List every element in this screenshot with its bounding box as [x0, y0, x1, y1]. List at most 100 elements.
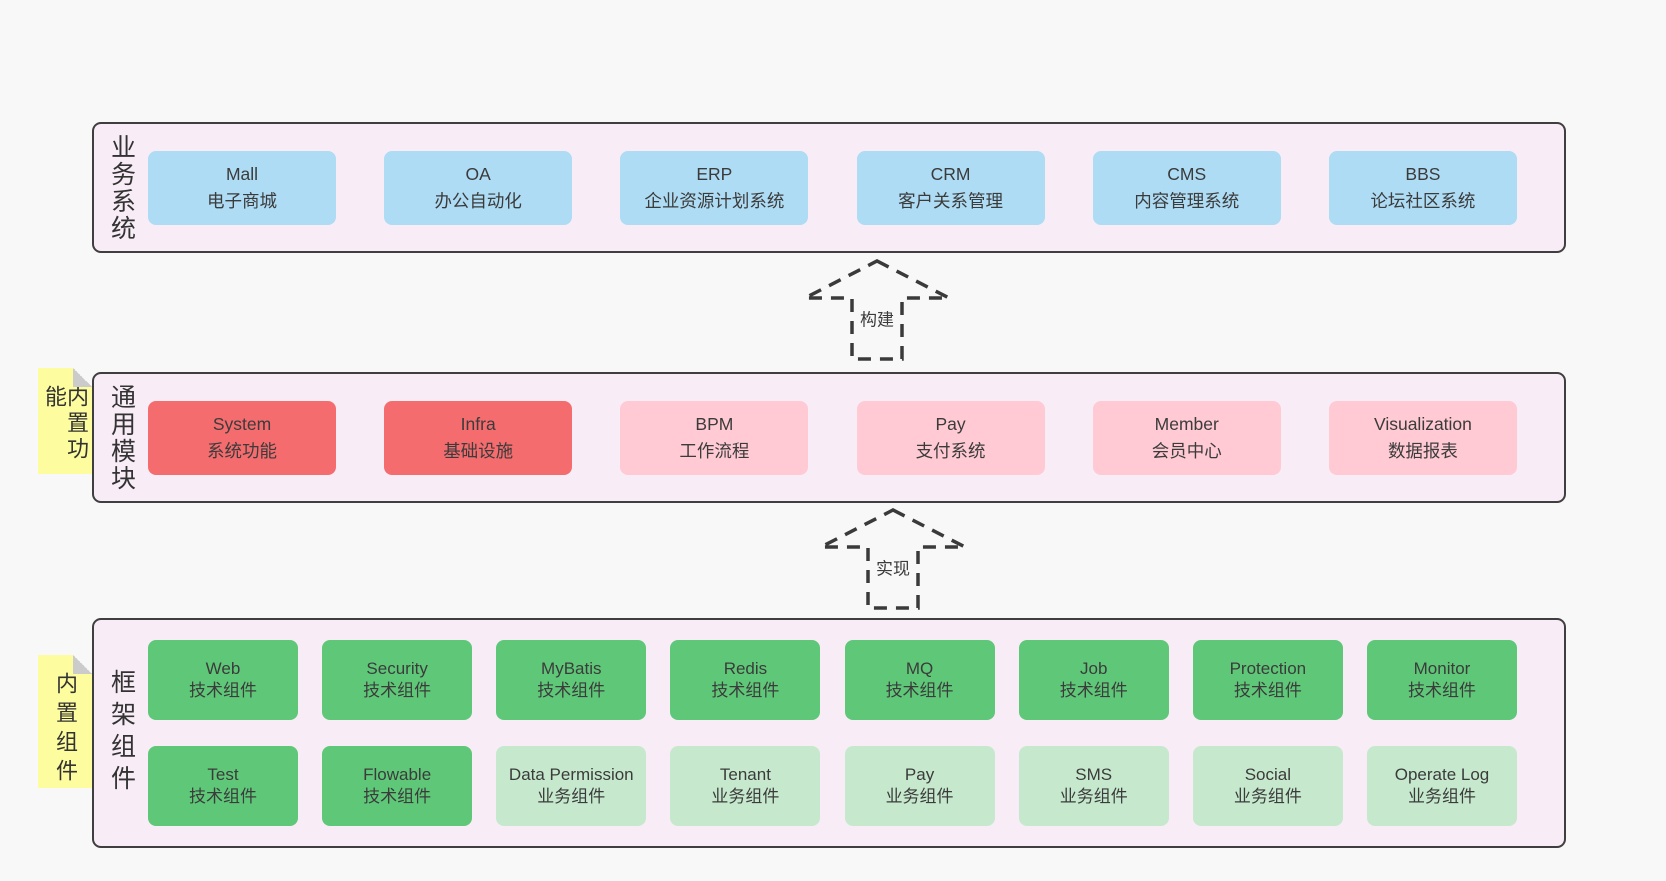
box-subtitle: 系统功能: [207, 440, 277, 461]
box-title: BPM: [695, 414, 734, 435]
box-erp: ERP 企业资源计划系统: [620, 150, 809, 225]
box-cms: CMS 内容管理系统: [1092, 150, 1281, 225]
box-monitor: Monitor 技术组件: [1366, 640, 1517, 720]
box-subtitle: 技术组件: [363, 787, 432, 806]
box-title: CMS: [1167, 164, 1207, 185]
box-subtitle: 业务组件: [537, 787, 606, 806]
box-crm: CRM 客户关系管理: [856, 150, 1045, 225]
layer-side-label: 框架组件: [94, 620, 148, 846]
component-boxes-row-2: Test 技术组件 Flowable 技术组件 Data Permission …: [148, 746, 1564, 826]
box-social: Social 业务组件: [1192, 746, 1343, 826]
box-title: Tenant: [719, 764, 771, 784]
box-title: Redis: [723, 658, 768, 678]
layer-side-label-text: 框架组件: [107, 669, 136, 797]
implement-arrow: 实现: [818, 506, 968, 612]
box-subtitle: 办公自动化: [434, 190, 522, 211]
box-title: Pay: [935, 414, 966, 435]
box-pay-module: Pay 支付系统: [856, 400, 1045, 475]
box-system: System 系统功能: [148, 400, 336, 475]
box-title: Mall: [225, 164, 259, 185]
box-visualization: Visualization 数据报表: [1328, 400, 1517, 475]
box-title: CRM: [930, 164, 971, 185]
box-title: Infra: [460, 414, 496, 435]
box-subtitle: 会员中心: [1151, 440, 1222, 461]
box-subtitle: 基础设施: [443, 440, 514, 461]
box-subtitle: 业务组件: [885, 787, 954, 806]
box-flowable: Flowable 技术组件: [322, 746, 473, 826]
folded-corner-icon: [73, 368, 92, 387]
box-infra: Infra 基础设施: [384, 400, 573, 475]
box-oa: OA 办公自动化: [384, 150, 573, 225]
arrow-label: 实现: [873, 553, 913, 581]
box-test: Test 技术组件: [148, 746, 298, 826]
box-tenant: Tenant 业务组件: [670, 746, 821, 826]
box-pay-component: Pay 业务组件: [844, 746, 995, 826]
box-mq: MQ 技术组件: [844, 640, 995, 720]
note-text: 内置组件: [53, 672, 78, 788]
box-subtitle: 技术组件: [711, 681, 780, 700]
box-security: Security 技术组件: [322, 640, 473, 720]
box-title: SMS: [1075, 764, 1113, 784]
box-subtitle: 论坛社区系统: [1370, 190, 1476, 211]
box-subtitle: 企业资源计划系统: [644, 190, 785, 211]
layer-side-label-text: 通用模块: [107, 383, 136, 492]
box-title: OA: [465, 164, 491, 185]
box-subtitle: 业务组件: [1407, 787, 1476, 806]
box-operate-log: Operate Log 业务组件: [1366, 746, 1517, 826]
module-boxes-row: System 系统功能 Infra 基础设施 BPM 工作流程 Pay 支付系统…: [148, 374, 1564, 501]
box-web: Web 技术组件: [148, 640, 298, 720]
layer-side-label: 业务系统: [94, 124, 148, 251]
note-text: 内置功能: [42, 385, 89, 463]
business-boxes-row: Mall 电子商城 OA 办公自动化 ERP 企业资源计划系统 CRM 客户关系…: [148, 124, 1564, 251]
box-title: Job: [1079, 658, 1108, 678]
box-subtitle: 技术组件: [363, 681, 432, 700]
box-subtitle: 业务组件: [711, 787, 780, 806]
sticky-note-built-in-functions: 内置功能: [38, 368, 92, 474]
layer-side-label-text: 业务系统: [107, 133, 136, 242]
box-title: Operate Log: [1394, 764, 1490, 784]
sticky-note-built-in-components: 内置组件: [38, 655, 92, 788]
component-boxes-row-1: Web 技术组件 Security 技术组件 MyBatis 技术组件 Redi…: [148, 640, 1564, 720]
business-systems-layer: 业务系统 Mall 电子商城 OA 办公自动化 ERP 企业资源计划系统 CRM…: [92, 122, 1566, 253]
box-title: MyBatis: [541, 658, 602, 678]
box-subtitle: 业务组件: [1233, 787, 1302, 806]
box-subtitle: 数据报表: [1387, 440, 1458, 461]
box-redis: Redis 技术组件: [670, 640, 821, 720]
box-subtitle: 工作流程: [679, 440, 750, 461]
box-subtitle: 技术组件: [1059, 681, 1128, 700]
dashed-up-arrow-icon: [804, 259, 950, 361]
dashed-up-arrow-icon: [820, 508, 966, 610]
box-subtitle: 技术组件: [1233, 681, 1302, 700]
box-subtitle: 支付系统: [915, 440, 986, 461]
box-data-permission: Data Permission 业务组件: [496, 746, 647, 826]
box-title: Web: [205, 658, 241, 678]
build-arrow: 构建: [802, 258, 952, 362]
common-modules-layer: 通用模块 System 系统功能 Infra 基础设施 BPM 工作流程 Pay…: [92, 372, 1566, 503]
box-subtitle: 技术组件: [189, 787, 257, 806]
box-subtitle: 技术组件: [885, 681, 954, 700]
box-subtitle: 技术组件: [1407, 681, 1476, 700]
box-subtitle: 电子商城: [207, 190, 277, 211]
arrow-label: 构建: [857, 304, 897, 332]
box-title: MQ: [905, 658, 934, 678]
box-title: Member: [1154, 414, 1219, 435]
box-mybatis: MyBatis 技术组件: [496, 640, 647, 720]
component-rows: Web 技术组件 Security 技术组件 MyBatis 技术组件 Redi…: [148, 620, 1564, 846]
box-subtitle: 内容管理系统: [1134, 190, 1240, 211]
box-bpm: BPM 工作流程: [620, 400, 809, 475]
box-title: Monitor: [1413, 658, 1471, 678]
box-subtitle: 业务组件: [1059, 787, 1128, 806]
box-subtitle: 技术组件: [189, 681, 257, 700]
box-title: Visualization: [1373, 414, 1472, 435]
box-sms: SMS 业务组件: [1018, 746, 1169, 826]
box-title: Protection: [1229, 658, 1307, 678]
box-bbs: BBS 论坛社区系统: [1328, 150, 1517, 225]
box-member: Member 会员中心: [1092, 400, 1281, 475]
box-title: Test: [207, 764, 239, 784]
box-title: Flowable: [363, 764, 432, 784]
box-title: ERP: [696, 164, 733, 185]
box-title: Pay: [904, 764, 935, 784]
box-subtitle: 技术组件: [537, 681, 606, 700]
folded-corner-icon: [73, 655, 92, 674]
